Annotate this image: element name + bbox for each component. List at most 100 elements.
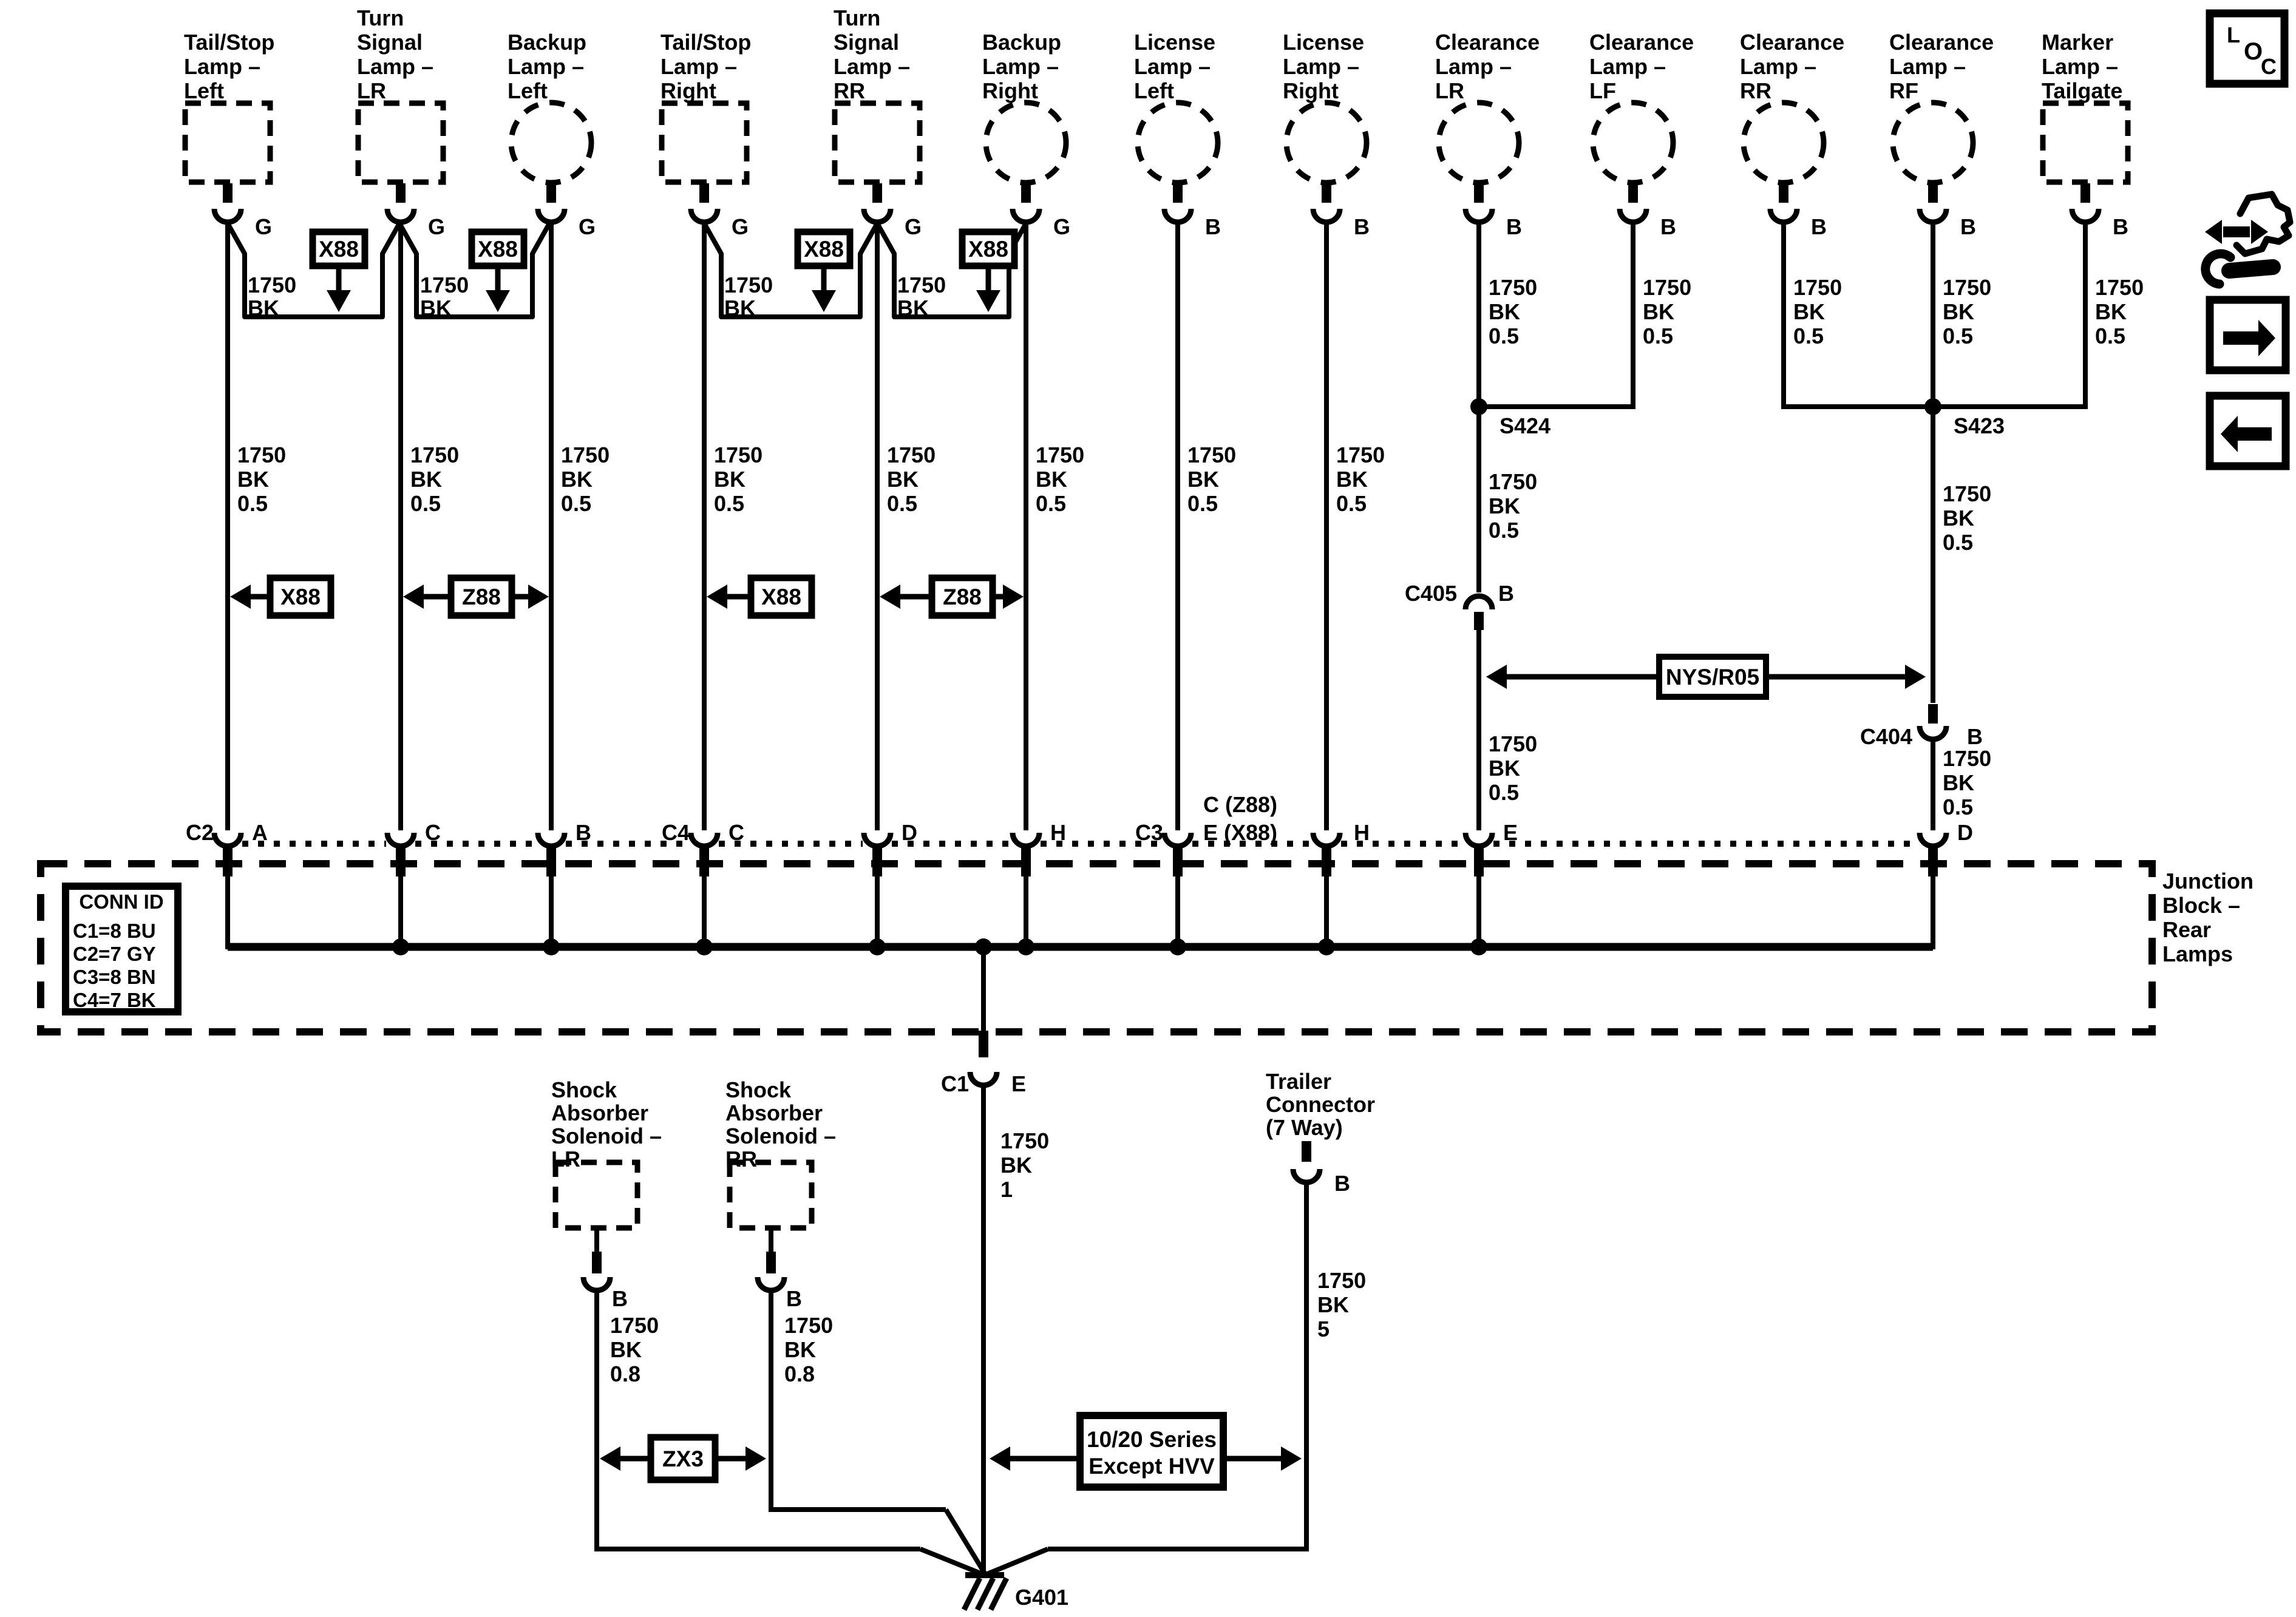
- diagram-label: BK: [1336, 467, 1368, 492]
- terminal-letter: B: [576, 820, 591, 845]
- page-ref-x88-label: X88: [761, 585, 801, 609]
- connector-cup: [688, 832, 721, 849]
- lamp-box-tail-stop-left: [182, 100, 273, 185]
- diagram-label: Clearance: [1889, 30, 1994, 55]
- lamp-box-turn-signal-rr: [832, 100, 923, 185]
- next-page-button[interactable]: [2206, 296, 2290, 375]
- diagram-label: Lamp –: [357, 54, 433, 79]
- arrow-head: [1905, 665, 1926, 689]
- diagram-label: 1750: [237, 442, 286, 467]
- arrow-head: [2251, 220, 2268, 244]
- arrow-head: [2221, 416, 2238, 452]
- wire: [919, 1547, 985, 1577]
- diagram-label: Connector: [1266, 1092, 1375, 1117]
- diagram-label: BK: [714, 467, 746, 492]
- splice-dot: [696, 938, 713, 955]
- page-ref-x88-label: X88: [280, 585, 321, 609]
- diagram-label: 1750: [1793, 275, 1842, 300]
- diagram-label: BK: [1489, 299, 1520, 324]
- diagram-label: Clearance: [1435, 30, 1540, 55]
- diagram-label: Lamp –: [1889, 54, 1966, 79]
- connector-cup: [1462, 832, 1495, 849]
- diagram-label: Clearance: [1589, 30, 1694, 55]
- terminal-letter: G: [579, 214, 596, 239]
- terminal-letter: B: [1660, 214, 1676, 239]
- diagram-label: Shock: [725, 1077, 792, 1102]
- diagram-label: Lamp –: [1435, 54, 1512, 79]
- connector-stub: [1173, 183, 1183, 203]
- diagram-label: 1750: [1000, 1128, 1049, 1153]
- page-ref-x88-label: X88: [968, 237, 1008, 262]
- diagram-label: 0.5: [1489, 780, 1519, 805]
- lamp-circle: [1590, 100, 1676, 186]
- diagram-label: BK: [420, 296, 452, 320]
- connector-stub: [1474, 183, 1484, 203]
- diagram-label: 0.5: [410, 491, 441, 516]
- splice-dot: [1924, 398, 1941, 415]
- diagram-label: Right: [661, 78, 716, 103]
- solenoid-box-lr: [552, 1159, 640, 1231]
- diagram-label: BK: [1943, 506, 1974, 531]
- diagram-label: 0.5: [1187, 491, 1218, 516]
- solenoid-box-rr: [727, 1159, 815, 1231]
- diagram-label: Lamp –: [508, 54, 584, 79]
- page-ref-x88: [468, 228, 528, 270]
- loc-letter: C: [2261, 54, 2277, 79]
- arrow-head: [486, 290, 510, 312]
- diagram-label: Lamp –: [2042, 54, 2118, 79]
- terminal-letter: D: [1957, 820, 1973, 845]
- arrow-head: [600, 1446, 620, 1471]
- connector-stub: [1628, 183, 1638, 203]
- diagram-label: LR: [551, 1147, 580, 1171]
- diagram-label: Lamps: [2162, 941, 2233, 966]
- conn-id-title: CONN ID: [79, 890, 163, 913]
- diagram-label: 1750: [1489, 275, 1537, 300]
- diagram-label: 0.5: [2095, 324, 2125, 348]
- diagram-label: BK: [1187, 467, 1219, 492]
- terminal-letter: B: [1506, 214, 1522, 239]
- connector-cup: [211, 208, 244, 225]
- diagram-label: BK: [887, 467, 919, 492]
- splice-dot: [1470, 398, 1487, 415]
- terminal-letter: E (X88): [1203, 820, 1277, 845]
- diagram-label: LR: [357, 78, 386, 103]
- diagram-label: License: [1134, 30, 1215, 55]
- diagram-label: 1750: [1317, 1268, 1366, 1293]
- diagram-label: Lamp –: [184, 54, 260, 79]
- diagram-label: BK: [1943, 770, 1974, 795]
- terminal-letter: B: [2113, 214, 2128, 239]
- connector-cup: [755, 1276, 787, 1293]
- connector-cup: [384, 208, 417, 225]
- terminal-letter: B: [1334, 1171, 1350, 1196]
- diagram-label: RR: [834, 78, 865, 103]
- diagram-label: 1750: [1336, 442, 1385, 467]
- diagram-label: 1750: [610, 1313, 659, 1338]
- connector-stub: [592, 1252, 602, 1273]
- diagram-label: Clearance: [1740, 30, 1844, 55]
- arrow-head: [1486, 665, 1507, 689]
- connector-cup: [1161, 832, 1194, 849]
- wrench-icon: [2221, 259, 2281, 279]
- diagram-label: Right: [982, 78, 1038, 103]
- page-ref-x88-label: X88: [804, 237, 844, 262]
- diagram-label: Lamp –: [1134, 54, 1211, 79]
- diagram-label: 0.5: [1489, 324, 1519, 348]
- loc-button[interactable]: [2206, 9, 2289, 88]
- diagram-label: BK: [248, 296, 279, 320]
- diagram-label: 1750: [1643, 275, 1691, 300]
- diagram-label: 1750: [897, 273, 946, 297]
- diagram-label: (7 Way): [1266, 1115, 1343, 1140]
- diagram-label: 0.5: [237, 491, 268, 516]
- page-ref-z88-label: Z88: [462, 585, 501, 609]
- connector-cup: [1917, 208, 1949, 225]
- page-ref-x88: [794, 228, 854, 270]
- connector-cup: [384, 832, 417, 849]
- arrow-head: [1003, 585, 1024, 609]
- diagram-label: 1750: [420, 273, 469, 297]
- connector-label: C2: [186, 820, 214, 845]
- diagram-label: Left: [1134, 78, 1174, 103]
- diagram-label: 1750: [1187, 442, 1236, 467]
- diagram-label: 1750: [410, 442, 459, 467]
- lamp-circle: [1436, 100, 1522, 186]
- terminal-letter: D: [902, 820, 917, 845]
